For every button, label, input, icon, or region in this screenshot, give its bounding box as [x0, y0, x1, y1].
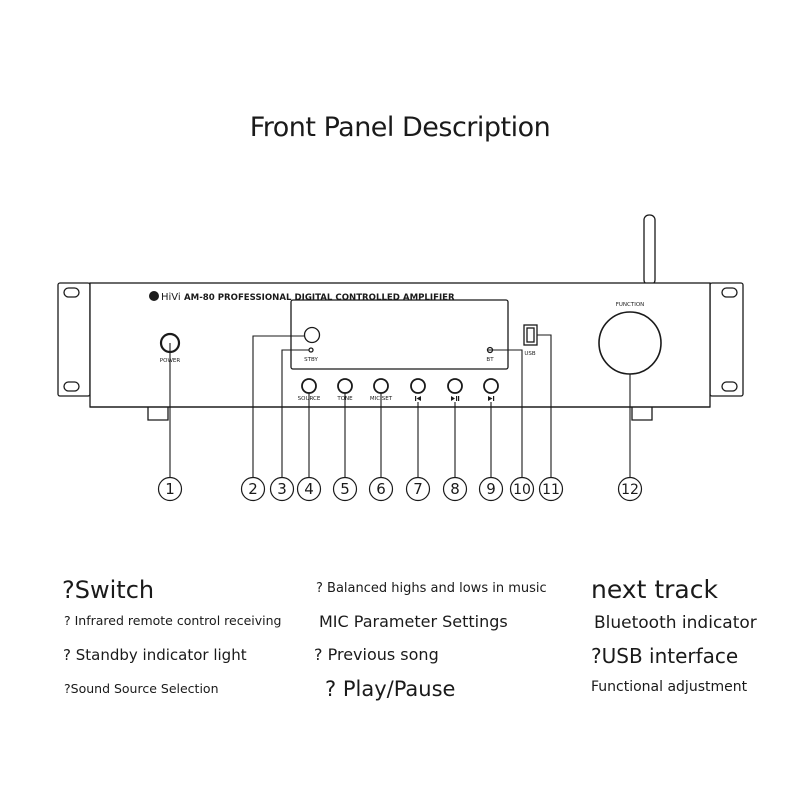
- callout-circle-6: [368, 476, 394, 502]
- desc-sound-source: ?Sound Source Selection: [64, 681, 219, 696]
- stby-label: STBY: [304, 357, 318, 363]
- button-row: [301, 378, 499, 394]
- previous-icon: [415, 396, 421, 401]
- rack-ear-left: [57, 282, 91, 397]
- callout-circle-10: [509, 476, 535, 502]
- desc-bluetooth: Bluetooth indicator: [594, 613, 757, 633]
- leader-3: [281, 349, 309, 477]
- desc-usb: ?USB interface: [591, 644, 739, 668]
- desc-ir-receiving: ? Infrared remote control receiving: [64, 613, 282, 628]
- brand-name: HiVi: [161, 292, 181, 303]
- display-window: [290, 299, 509, 370]
- next-icon: [488, 396, 495, 401]
- foot-left: [147, 407, 169, 421]
- play-pause-button[interactable]: [447, 378, 463, 394]
- callout-circle-1: [157, 476, 183, 502]
- callout-number-2: 2: [248, 480, 258, 498]
- callout-number-9: 9: [486, 480, 496, 498]
- desc-function: Functional adjustment: [591, 679, 748, 695]
- page-title: Front Panel Description: [249, 112, 551, 143]
- bt-label: BT: [486, 357, 494, 363]
- previous-button[interactable]: [410, 378, 426, 394]
- rack-hole-left-bottom: [63, 381, 80, 392]
- callout-number-12: 12: [621, 482, 639, 498]
- ir-receiver: [303, 326, 321, 344]
- hivi-logo-icon: [149, 291, 159, 301]
- callout-circle-2: [240, 476, 266, 502]
- callout-circle-8: [442, 476, 468, 502]
- callout-circle-3: [269, 476, 295, 502]
- desc-balanced: ? Balanced highs and lows in music: [316, 581, 547, 596]
- rack-hole-right-bottom: [721, 381, 738, 392]
- rack-hole-left-top: [63, 287, 80, 298]
- callout-circle-11: [538, 476, 564, 502]
- callout-number-8: 8: [450, 480, 460, 498]
- front-panel: [89, 282, 711, 408]
- desc-next-track: next track: [591, 575, 718, 604]
- desc-standby-light: ? Standby indicator light: [63, 646, 247, 664]
- foot-right: [631, 407, 653, 421]
- model-name: AM-80 PROFESSIONAL DIGITAL CONTROLLED AM…: [184, 293, 455, 303]
- callout-circle-9: [478, 476, 504, 502]
- leader-2: [252, 335, 305, 477]
- leader-10: [488, 349, 523, 477]
- callout-number-5: 5: [340, 480, 350, 498]
- antenna: [643, 214, 656, 286]
- desc-switch: ?Switch: [62, 576, 155, 604]
- next-button[interactable]: [483, 378, 499, 394]
- callout-number-7: 7: [413, 480, 423, 498]
- callout-number-11: 11: [542, 482, 560, 498]
- desc-mic-settings: MIC Parameter Settings: [319, 612, 508, 631]
- usb-label: USB: [524, 351, 536, 357]
- rack-ear-right: [709, 282, 744, 397]
- desc-previous: ? Previous song: [314, 645, 439, 664]
- callout-number-6: 6: [376, 480, 386, 498]
- callout-circle-7: [405, 476, 431, 502]
- desc-play-pause: ? Play/Pause: [325, 677, 456, 701]
- callout-circle-4: [296, 476, 322, 502]
- callout-number-3: 3: [277, 480, 287, 498]
- callout-number-1: 1: [165, 480, 175, 498]
- play-pause-icon: [451, 396, 460, 401]
- function-label: FUNCTION: [616, 302, 645, 308]
- callout-circle-5: [332, 476, 358, 502]
- callout-number-10: 10: [513, 482, 531, 498]
- rack-hole-right-top: [721, 287, 738, 298]
- callout-circle-12: [617, 476, 643, 502]
- leader-11: [537, 334, 552, 477]
- callout-number-4: 4: [304, 480, 314, 498]
